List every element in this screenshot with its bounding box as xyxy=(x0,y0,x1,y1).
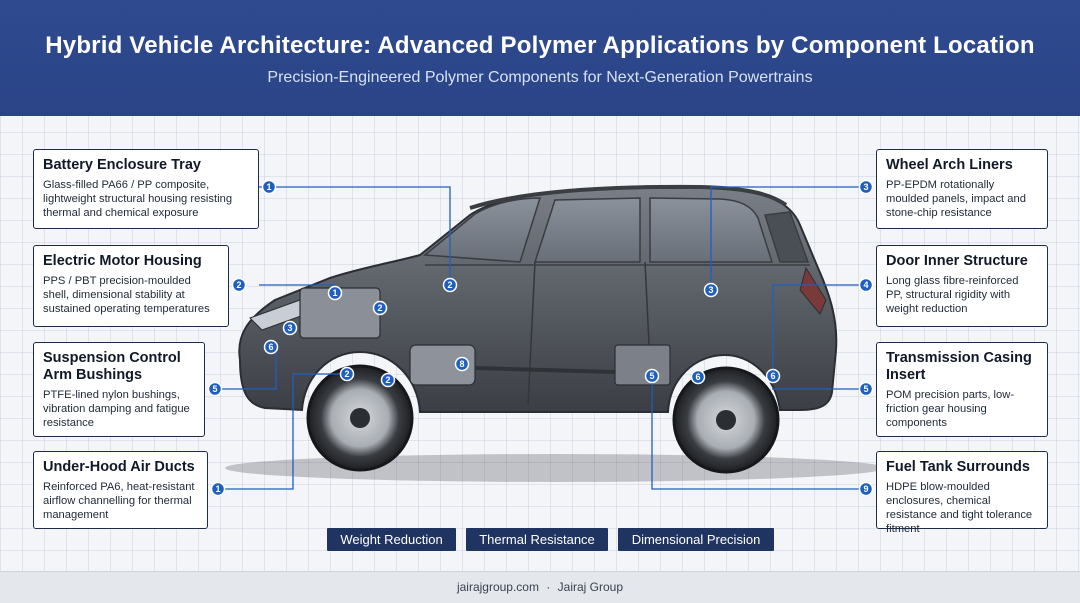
page-title: Hybrid Vehicle Architecture: Advanced Po… xyxy=(45,32,1035,59)
car-shadow xyxy=(225,454,885,482)
footer-company: Jairaj Group xyxy=(557,580,624,594)
svg-text:6: 6 xyxy=(695,372,700,382)
car-marker: 3 xyxy=(703,282,719,298)
car-marker: 8 xyxy=(454,356,470,372)
card-door-inner-structure: Door Inner Structure Long glass fibre-re… xyxy=(876,245,1048,327)
drive-shaft xyxy=(474,366,616,374)
marker-motor-housing: 2 xyxy=(231,277,247,293)
card-description: Long glass fibre-reinforced PP, structur… xyxy=(886,275,1019,315)
footer-site: jairajgroup.com xyxy=(456,580,539,594)
card-description: PPS / PBT precision-moulded shell, dimen… xyxy=(43,275,210,315)
svg-text:2: 2 xyxy=(377,303,382,313)
card-transmission-casing-insert: Transmission Casing Insert POM precision… xyxy=(876,342,1048,437)
svg-text:5: 5 xyxy=(863,384,868,394)
card-description: POM precision parts, low-friction gear h… xyxy=(886,389,1015,429)
car-marker: 2 xyxy=(380,372,396,388)
card-title: Door Inner Structure xyxy=(886,253,1028,269)
windshield xyxy=(423,197,542,263)
svg-text:2: 2 xyxy=(344,369,349,379)
card-description: Reinforced PA6, heat-resistant airflow c… xyxy=(43,481,195,521)
front-side-window xyxy=(533,197,641,263)
car-marker: 6 xyxy=(263,339,279,355)
car-marker: 2 xyxy=(372,300,388,316)
svg-text:4: 4 xyxy=(863,280,868,290)
tag-dimensional-precision: Dimensional Precision xyxy=(618,528,774,551)
marker-battery-enclosure: 1 xyxy=(261,179,277,195)
footer: jairajgroup.com · Jairaj Group xyxy=(0,571,1080,603)
card-title: Transmission Casing Insert xyxy=(886,350,1032,383)
svg-text:3: 3 xyxy=(708,285,713,295)
card-electric-motor-housing: Electric Motor Housing PPS / PBT precisi… xyxy=(33,245,229,327)
card-title: Under-Hood Air Ducts xyxy=(43,459,195,475)
card-title: Battery Enclosure Tray xyxy=(43,157,201,173)
card-wheel-arch-liners: Wheel Arch Liners PP-EPDM rotationally m… xyxy=(876,149,1048,229)
svg-text:9: 9 xyxy=(863,484,868,494)
svg-text:6: 6 xyxy=(770,371,775,381)
svg-text:6: 6 xyxy=(268,342,273,352)
marker-air-ducts: 1 xyxy=(210,481,226,497)
card-battery-enclosure-tray: Battery Enclosure Tray Glass-filled PA66… xyxy=(33,149,259,229)
marker-transmission-insert: 5 xyxy=(858,381,874,397)
marker-door-inner: 4 xyxy=(858,277,874,293)
battery-pack xyxy=(614,344,671,386)
svg-text:5: 5 xyxy=(649,371,654,381)
marker-fuel-tank: 9 xyxy=(858,481,874,497)
svg-text:3: 3 xyxy=(863,182,868,192)
front-wheel xyxy=(306,364,414,472)
svg-text:1: 1 xyxy=(266,182,271,192)
card-title: Wheel Arch Liners xyxy=(886,157,1013,173)
feature-tags: Weight Reduction Thermal Resistance Dime… xyxy=(0,528,1080,552)
svg-text:2: 2 xyxy=(385,375,390,385)
car-marker: 5 xyxy=(644,368,660,384)
page-subtitle: Precision-Engineered Polymer Components … xyxy=(267,69,813,86)
svg-text:2: 2 xyxy=(447,280,452,290)
car-marker: 6 xyxy=(765,368,781,384)
tag-weight-reduction: Weight Reduction xyxy=(327,528,456,551)
car-marker: 6 xyxy=(690,369,706,385)
footer-separator: · xyxy=(546,580,551,594)
svg-text:2: 2 xyxy=(236,280,241,290)
card-under-hood-air-ducts: Under-Hood Air Ducts Reinforced PA6, hea… xyxy=(33,451,208,529)
card-description: HDPE blow-moulded enclosures, chemical r… xyxy=(886,481,1033,535)
marker-wheel-arch: 3 xyxy=(858,179,874,195)
card-title: Suspension Control Arm Bushings xyxy=(43,350,181,383)
card-suspension-control-arm-bushings: Suspension Control Arm Bushings PTFE-lin… xyxy=(33,342,205,437)
header-banner: Hybrid Vehicle Architecture: Advanced Po… xyxy=(0,0,1080,116)
svg-text:8: 8 xyxy=(459,359,464,369)
rear-wheel xyxy=(672,366,780,474)
taillight xyxy=(799,266,827,315)
motor-unit xyxy=(409,344,476,386)
rear-quarter-window xyxy=(764,211,810,263)
svg-text:3: 3 xyxy=(287,323,292,333)
car-marker: 1 xyxy=(327,285,343,301)
roof-rail xyxy=(469,184,788,210)
card-description: PP-EPDM rotationally moulded panels, imp… xyxy=(886,179,1026,219)
tag-thermal-resistance: Thermal Resistance xyxy=(466,528,608,551)
card-fuel-tank-surrounds: Fuel Tank Surrounds HDPE blow-moulded en… xyxy=(876,451,1048,535)
svg-text:1: 1 xyxy=(215,484,220,494)
card-title: Electric Motor Housing xyxy=(43,253,202,269)
car-marker: 3 xyxy=(282,320,298,336)
door-seam-front xyxy=(527,261,536,406)
card-title: Fuel Tank Surrounds xyxy=(886,459,1030,475)
car-marker: 2 xyxy=(339,366,355,382)
svg-text:5: 5 xyxy=(212,384,217,394)
svg-text:1: 1 xyxy=(332,288,337,298)
marker-suspension-bushings: 5 xyxy=(207,381,223,397)
card-description: Glass-filled PA66 / PP composite, lightw… xyxy=(43,179,233,219)
car-marker: 2 xyxy=(442,277,458,293)
card-description: PTFE-lined nylon bushings, vibration dam… xyxy=(43,389,190,429)
